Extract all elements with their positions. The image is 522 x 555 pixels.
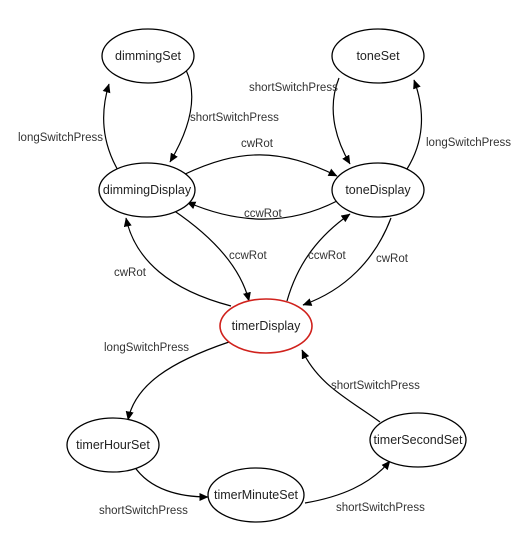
edge-label: shortSwitchPress bbox=[336, 502, 425, 514]
edge-line bbox=[133, 465, 209, 501]
edge-label: ccwRot bbox=[308, 250, 347, 262]
edge-label: longSwitchPress bbox=[426, 137, 511, 149]
edge-dimmingDisplay-to-toneDisplay: cwRot bbox=[182, 138, 338, 177]
node-dimmingDisplay: dimmingDisplay bbox=[98, 162, 196, 218]
edge-timerHourSet-to-timerMinuteSet: shortSwitchPress bbox=[99, 465, 209, 517]
node-ellipse bbox=[66, 417, 160, 473]
edge-line bbox=[302, 217, 392, 306]
edge-dimmingDisplay-to-dimmingSet: longSwitchPress bbox=[18, 83, 120, 173]
edge-dimmingSet-to-dimmingDisplay: shortSwitchPress bbox=[169, 69, 279, 163]
node-label: dimmingSet bbox=[115, 49, 182, 63]
edge-line bbox=[102, 83, 120, 173]
node-timerSecondSet: timerSecondSet bbox=[369, 412, 467, 468]
edge-line bbox=[172, 209, 251, 302]
node-label: timerMinuteSet bbox=[214, 488, 299, 502]
edge-label: cwRot bbox=[241, 138, 274, 150]
node-dimmingSet: dimmingSet bbox=[101, 28, 195, 84]
edges: longSwitchPress shortSwitchPress shortSw… bbox=[18, 69, 511, 517]
node-ellipse bbox=[331, 162, 425, 218]
edge-label: longSwitchPress bbox=[104, 342, 189, 354]
edge-line bbox=[182, 154, 338, 177]
node-label: timerSecondSet bbox=[374, 433, 463, 447]
node-ellipse bbox=[98, 162, 196, 218]
edge-label: ccwRot bbox=[229, 250, 268, 262]
node-ellipse bbox=[101, 28, 195, 84]
edge-timerMinuteSet-to-timerSecondSet: shortSwitchPress bbox=[304, 460, 425, 514]
node-label: toneSet bbox=[356, 49, 400, 63]
edge-label: longSwitchPress bbox=[18, 132, 103, 144]
edge-timerSecondSet-to-timerDisplay: shortSwitchPress bbox=[301, 349, 420, 423]
node-label: toneDisplay bbox=[345, 183, 411, 197]
edge-toneDisplay-to-timerDisplay: cwRot bbox=[302, 217, 409, 306]
edge-label: shortSwitchPress bbox=[331, 380, 420, 392]
edge-timerDisplay-to-timerHourSet: longSwitchPress bbox=[104, 341, 230, 421]
node-timerDisplay: timerDisplay bbox=[219, 298, 313, 354]
edge-line bbox=[186, 200, 338, 220]
edge-line bbox=[406, 79, 423, 170]
edge-label: cwRot bbox=[376, 253, 409, 265]
edge-toneDisplay-to-toneSet: longSwitchPress bbox=[406, 79, 511, 170]
node-toneSet: toneSet bbox=[331, 28, 425, 84]
edge-toneDisplay-to-dimmingDisplay: ccwRot bbox=[186, 200, 338, 220]
node-ellipse bbox=[207, 467, 305, 523]
edge-label: cwRot bbox=[114, 267, 147, 279]
edge-line bbox=[123, 217, 232, 307]
edge-dimmingDisplay-to-timerDisplay: ccwRot bbox=[172, 209, 268, 302]
edge-line bbox=[169, 69, 193, 163]
node-label: dimmingDisplay bbox=[103, 183, 192, 197]
edge-toneSet-to-toneDisplay: shortSwitchPress bbox=[249, 77, 351, 165]
edge-timerDisplay-to-toneDisplay: ccwRot bbox=[286, 213, 351, 302]
edge-line bbox=[286, 213, 351, 302]
edge-label: shortSwitchPress bbox=[99, 505, 188, 517]
edge-line bbox=[301, 349, 381, 423]
node-label: timerDisplay bbox=[232, 319, 302, 333]
edge-label: shortSwitchPress bbox=[249, 82, 338, 94]
node-label: timerHourSet bbox=[76, 438, 150, 452]
nodes: dimmingSet toneSet dimmingDisplay toneDi… bbox=[66, 28, 467, 523]
node-ellipse bbox=[369, 412, 467, 468]
edge-label: shortSwitchPress bbox=[190, 112, 279, 124]
node-ellipse bbox=[331, 28, 425, 84]
node-toneDisplay: toneDisplay bbox=[331, 162, 425, 218]
edge-label: ccwRot bbox=[244, 208, 283, 220]
edge-timerDisplay-to-dimmingDisplay: cwRot bbox=[114, 217, 232, 307]
edge-line bbox=[332, 77, 351, 165]
node-timerHourSet: timerHourSet bbox=[66, 417, 160, 473]
node-ellipse bbox=[219, 298, 313, 354]
node-timerMinuteSet: timerMinuteSet bbox=[207, 467, 305, 523]
edge-line bbox=[125, 341, 230, 421]
edge-line bbox=[304, 460, 391, 504]
